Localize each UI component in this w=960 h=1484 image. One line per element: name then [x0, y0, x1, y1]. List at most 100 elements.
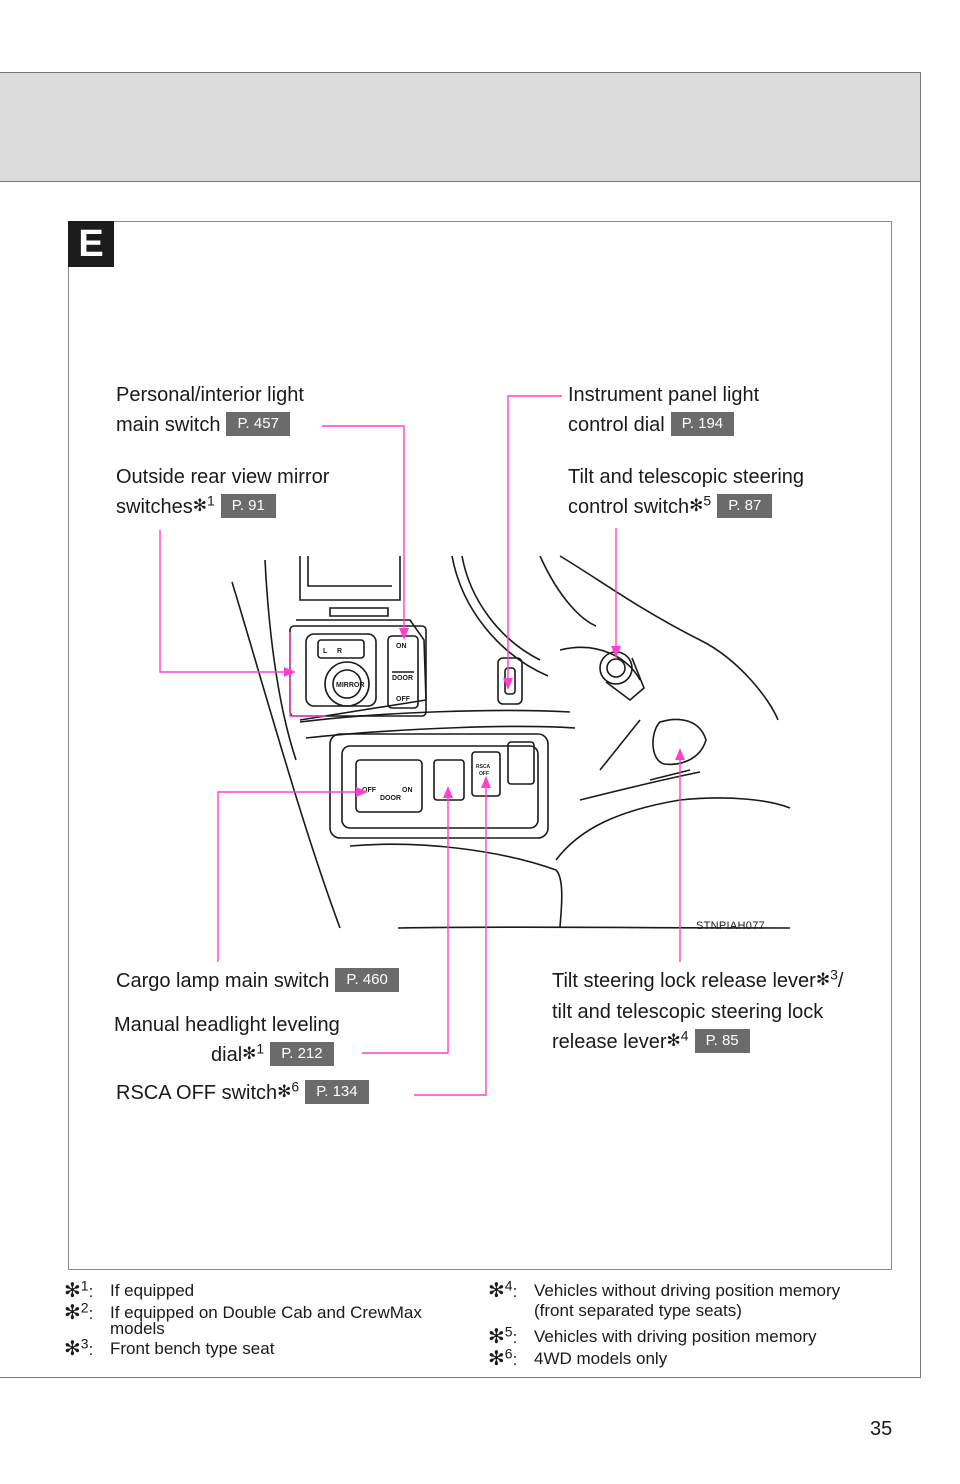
footnote-text: models [110, 1319, 165, 1338]
leader-mirror [159, 530, 290, 673]
footnote-text: If equipped [110, 1281, 195, 1300]
footnote-ref: 1 [256, 1040, 265, 1057]
leader-bracket [289, 632, 326, 717]
page-ref-link[interactable]: P. 85 [694, 1028, 750, 1053]
footnote-ref: 1 [206, 492, 215, 509]
footnote-number: 3 [80, 1335, 89, 1352]
callout-line: control switch [568, 496, 690, 518]
leader-cargo-lamp [217, 791, 362, 962]
callout-line: Manual headlight leveling [114, 1014, 340, 1036]
cargo-door-label: DOOR [380, 795, 401, 802]
page-ref-link[interactable]: P. 87 [717, 493, 773, 518]
page-ref-link[interactable]: P. 460 [335, 967, 399, 992]
section-badge: E [68, 221, 114, 267]
asterisk-icon: ✻ [192, 496, 207, 515]
asterisk-icon: ✻ [242, 1044, 257, 1063]
asterisk-icon: ✻ [488, 1280, 505, 1302]
asterisk-icon: ✻ [689, 496, 704, 515]
callout-line: dial [211, 1044, 243, 1066]
page-ref-link[interactable]: P. 134 [305, 1079, 369, 1104]
callout-line: Personal/interior light [116, 384, 304, 406]
footnote-ref: 6 [291, 1078, 300, 1095]
cargo-off-label: OFF [362, 787, 377, 794]
footnotes-left: ✻1: If equipped ✻2: If equipped on Doubl… [64, 1277, 422, 1360]
page-ref-link[interactable]: P. 194 [670, 411, 735, 436]
footnote-ref: 5 [703, 492, 712, 509]
leader-headlight-leveling [362, 794, 449, 1054]
cargo-on-label: ON [402, 787, 413, 794]
callout-line: switches [116, 496, 193, 518]
page-number: 35 [870, 1418, 893, 1440]
footnote-text: 4WD models only [534, 1349, 668, 1368]
footnote-number: 5 [504, 1323, 513, 1340]
footnote-item: ✻2: If equipped on Double Cab and CrewMa… [64, 1299, 422, 1338]
dome-off-label: OFF [396, 696, 411, 703]
leader-lines [159, 395, 681, 1096]
mirror-l-label: L [323, 648, 328, 655]
callout-line: Cargo lamp main switch [116, 970, 330, 992]
callout-line: Tilt steering lock release lever [552, 970, 816, 992]
footnotes-right: ✻4: Vehicles without driving position me… [488, 1277, 841, 1370]
footnote-number: 1 [80, 1277, 89, 1294]
page-ref-link[interactable]: P. 91 [220, 493, 276, 518]
callout-line: release lever [552, 1031, 667, 1053]
mirror-r-label: R [337, 648, 342, 655]
footnote-text: Vehicles without driving position memory [534, 1281, 841, 1300]
footnote-number: 4 [504, 1277, 513, 1294]
callout-line: Tilt and telescopic steering [568, 466, 805, 488]
callout-tilt-switch: Tilt and telescopic steering control swi… [568, 462, 804, 523]
callout-line: main switch [116, 414, 221, 436]
callout-tilt-lever: Tilt steering lock release lever✻3/ tilt… [552, 966, 844, 1053]
asterisk-icon: ✻ [488, 1348, 505, 1370]
page-ref-link[interactable]: P. 457 [226, 411, 290, 436]
callout-rsca: RSCA OFF switch✻6 P. 134 [116, 1078, 369, 1109]
leader-instrument-light [507, 395, 562, 682]
callout-line: control dial [568, 414, 665, 436]
leader-arrowheads [284, 628, 685, 798]
dashboard-line-art [231, 555, 791, 929]
page-ref-link[interactable]: P. 212 [270, 1041, 334, 1066]
callout-line: Instrument panel light [568, 384, 760, 406]
callout-line: Outside rear view mirror [116, 466, 330, 488]
footnote-number: 2 [80, 1299, 89, 1316]
asterisk-icon: ✻ [64, 1338, 81, 1360]
page-rule [0, 1377, 921, 1378]
footnote-text: If equipped on Double Cab and CrewMax [110, 1303, 422, 1322]
figure-frame [68, 221, 892, 1270]
footnote-item: ✻6: 4WD models only [488, 1345, 668, 1370]
footnote-text: (front separated type seats) [534, 1301, 742, 1320]
callout-mirror: Outside rear view mirror switches✻1 P. 91 [116, 462, 329, 523]
mirror-label: MIRROR [336, 682, 364, 689]
footnote-number: 6 [504, 1345, 513, 1362]
page-rule [920, 180, 921, 1378]
rsca-off-label: OFF [479, 771, 489, 777]
callout-line: RSCA OFF switch [116, 1082, 278, 1104]
asterisk-icon: ✻ [64, 1280, 81, 1302]
asterisk-icon: ✻ [277, 1082, 292, 1101]
leader-rsca [414, 784, 487, 1096]
footnote-ref: 4 [680, 1027, 689, 1044]
callout-headlight-leveling: Manual headlight leveling dial✻1 P. 212 [114, 1010, 340, 1071]
footnote-item: ✻5: Vehicles with driving position memor… [488, 1323, 817, 1348]
dome-door-label: DOOR [392, 675, 413, 682]
footnote-text: Vehicles with driving position memory [534, 1327, 817, 1346]
asterisk-icon: ✻ [488, 1326, 505, 1348]
asterisk-icon: ✻ [666, 1031, 681, 1050]
callout-line: tilt and telescopic steering lock [552, 1001, 824, 1023]
figure-code: STNPIAH077 [696, 920, 766, 932]
header-band [0, 72, 921, 182]
asterisk-icon: ✻ [815, 970, 831, 989]
footnote-item: ✻3: Front bench type seat [64, 1335, 275, 1360]
footnote-item: ✻1: If equipped [64, 1277, 195, 1302]
asterisk-icon: ✻ [64, 1302, 81, 1324]
footnote-text: Front bench type seat [110, 1339, 275, 1358]
footnote-item: ✻4: Vehicles without driving position me… [488, 1277, 841, 1320]
footnote-ref: 3 [830, 966, 838, 983]
leader-personal-light [322, 425, 405, 632]
dome-on-label: ON [396, 643, 407, 650]
rsca-label: RSCA [476, 764, 491, 770]
